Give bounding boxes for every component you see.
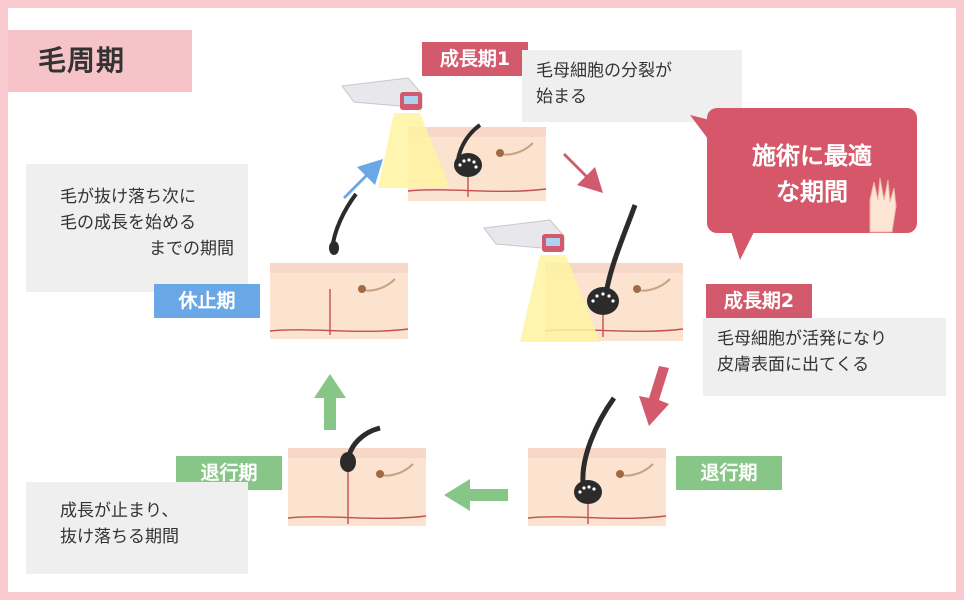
telogen-desc-line-1: 毛が抜け落ち次に xyxy=(60,187,196,207)
callout-line-1: 施術に最適 xyxy=(752,142,872,170)
anagen2-label: 成長期2 xyxy=(706,284,812,318)
anagen1-label: 成長期1 xyxy=(422,42,528,76)
laser-device-icon-2 xyxy=(483,219,600,342)
anagen1-desc-line-1: 毛母細胞の分裂が xyxy=(536,61,672,81)
arrow-anagen1-to-anagen2 xyxy=(563,153,603,193)
anagen2-description: 毛母細胞が活発になり 皮膚表面に出てくる xyxy=(703,318,946,396)
telogen-label: 休止期 xyxy=(154,284,260,318)
catagen-right-label: 退行期 xyxy=(676,456,782,490)
anagen2-desc-line-2: 皮膚表面に出てくる xyxy=(717,355,870,375)
catagen-desc-line-2: 抜け落ちる期間 xyxy=(60,527,179,547)
laser-device-icon xyxy=(341,77,450,188)
telogen-desc-line-2: 毛の成長を始める xyxy=(60,213,196,233)
anagen1-desc-line-2: 始まる xyxy=(536,87,587,107)
arrow-anagen2-to-catagen xyxy=(639,366,669,426)
callout-line-2: な期間 xyxy=(776,178,848,206)
skin-panel-catagen-right xyxy=(527,396,667,535)
catagen-desc-line-1: 成長が止まり、 xyxy=(60,501,179,521)
telogen-description: 毛が抜け落ち次に 毛の成長を始める までの期間 xyxy=(26,164,248,292)
hand-icon xyxy=(869,177,897,233)
arrow-catagen-to-catagen xyxy=(444,479,508,511)
anagen2-desc-line-1: 毛母細胞が活発になり xyxy=(717,329,887,349)
page-title: 毛周期 xyxy=(8,30,192,92)
skin-panel-telogen xyxy=(269,255,409,347)
telogen-desc-line-3: までの期間 xyxy=(149,239,234,259)
anagen1-description: 毛母細胞の分裂が 始まる xyxy=(522,50,742,122)
skin-panel-catagen-left xyxy=(287,425,427,535)
arrow-catagen-to-telogen xyxy=(314,374,346,430)
arrow-telogen-to-anagen1 xyxy=(343,159,383,199)
shed-hair-icon xyxy=(329,192,358,255)
catagen-left-description: 成長が止まり、 抜け落ちる期間 xyxy=(26,482,248,574)
callout-tail-bottom xyxy=(730,228,756,260)
